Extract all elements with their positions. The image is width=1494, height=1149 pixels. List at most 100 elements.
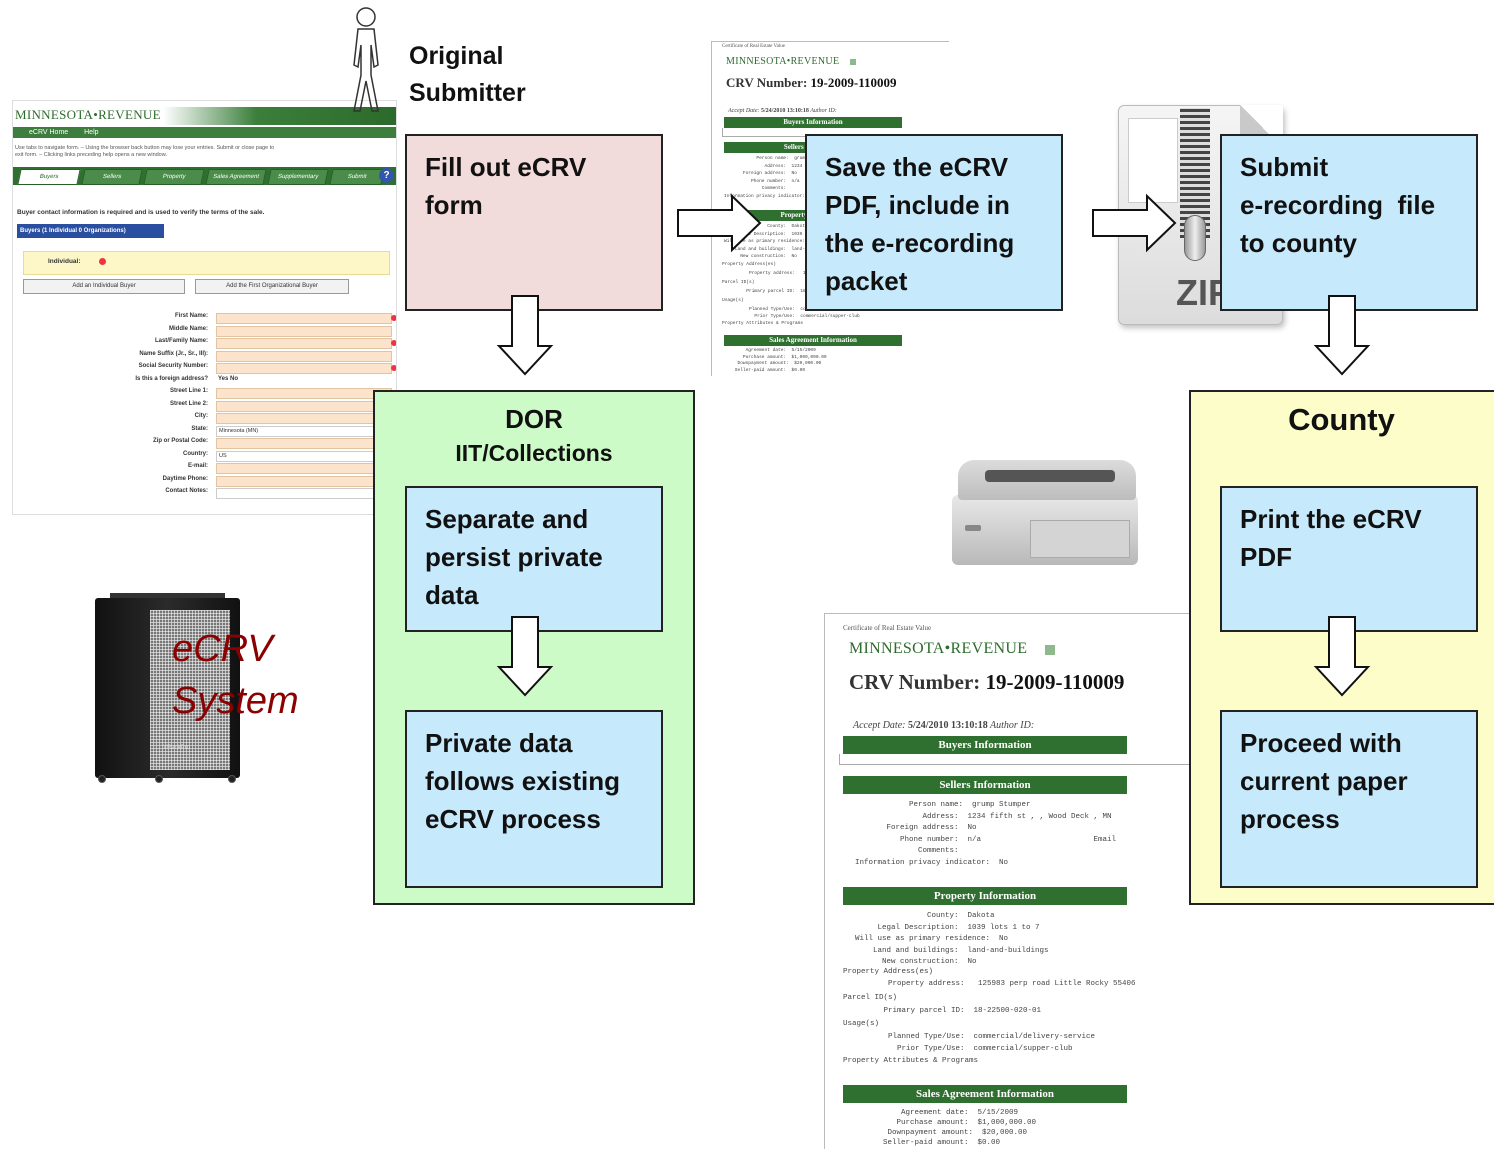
field-input[interactable]: US	[216, 450, 392, 462]
doc-cert: Certificate of Real Estate Value	[843, 624, 932, 632]
author-label: Author ID:	[810, 108, 837, 114]
step-text: PDF, include in	[825, 190, 1010, 220]
doc-field-line: County: Dakota	[855, 912, 995, 920]
buyers-subtab[interactable]: Buyers (1 Individual 0 Organizations)	[17, 224, 164, 238]
foreign-address-radio[interactable]: Yes No	[218, 375, 239, 382]
accept-date: 5/24/2010 13:10:18	[760, 108, 809, 114]
printer-slot	[985, 470, 1115, 482]
form-field-row: Street Line 2:	[13, 400, 396, 412]
doc-field-line: Information privacy indicator: No	[855, 858, 1009, 867]
form-field-row: City:	[13, 413, 396, 424]
private-data-process-step: Private data follows existing eCRV proce…	[405, 710, 663, 888]
field-input[interactable]	[216, 363, 392, 374]
field-input[interactable]	[216, 413, 392, 424]
help-icon[interactable]: ?	[379, 168, 394, 183]
add-individual-buyer-button[interactable]: Add an Individual Buyer	[23, 279, 185, 294]
required-icon	[391, 340, 396, 346]
tab-buyers[interactable]: Buyers	[17, 169, 81, 185]
field-input[interactable]	[216, 400, 392, 412]
nav-help-link[interactable]: Help	[84, 129, 99, 136]
field-input[interactable]	[216, 388, 392, 399]
field-label: Street Line 1:	[169, 388, 208, 394]
tab-sales-agreement[interactable]: Sales Agreement	[205, 169, 267, 185]
individual-label: Individual:	[48, 258, 81, 265]
form-tabs: Buyers Sellers Property Sales Agreement …	[13, 167, 396, 185]
form-intro: Buyer contact information is required an…	[17, 209, 265, 216]
original-submitter-label: Original Submitter	[409, 38, 526, 112]
property-address: Property address: 125983 perp road Littl…	[843, 980, 1136, 988]
property-fields: County: Dakota Legal Description: 1039 l…	[855, 911, 1049, 969]
nav-home-link[interactable]: eCRV Home	[29, 129, 69, 136]
field-label: Street Line 2:	[169, 400, 208, 407]
doc-field-line: Foreign address: No	[724, 171, 797, 176]
form-field-row: Contact Notes:	[13, 488, 396, 499]
doc-field-line: Agreement date: 5/15/2009	[724, 348, 816, 353]
field-label: Country:	[183, 450, 208, 457]
form-field-row: Name Suffix (Jr., Sr., III):	[13, 350, 396, 362]
field-input[interactable]	[216, 475, 392, 487]
form-field-row: Last/Family Name:	[13, 338, 396, 349]
doc-field-line: New construction: No	[724, 254, 797, 259]
ecrv-system-label-1: eCRV	[172, 628, 273, 670]
section-buyers: Buyers Information	[843, 736, 1127, 754]
tab-property[interactable]: Property	[143, 169, 205, 185]
doc-field-line: Agreement date: 5/15/2009	[865, 1109, 1019, 1117]
field-label: State:	[191, 425, 208, 432]
step-text: follows existing	[425, 766, 621, 796]
step-text: the e-recording	[825, 228, 1015, 258]
field-input[interactable]	[216, 463, 392, 474]
doc-field-line: Downpayment amount: $20,000.00	[724, 361, 822, 366]
property-address-head: Property Address(es)	[843, 968, 934, 976]
tab-submit[interactable]: Submit	[329, 169, 385, 185]
doc-field-line: Legal Description: 1039 lots 1 to 7	[855, 923, 1040, 932]
required-icon	[391, 315, 396, 321]
form-field-row: Daytime Phone:	[13, 475, 396, 487]
tab-supplementary[interactable]: Supplementary	[267, 169, 329, 185]
zip-pull	[1184, 215, 1206, 261]
field-input[interactable]	[216, 438, 392, 449]
step-text: Save the eCRV	[825, 152, 1009, 182]
doc-accept: Accept Date: 5/24/2010 13:10:18 Author I…	[853, 720, 1034, 731]
field-input[interactable]: Minnesota (MN)	[216, 425, 392, 437]
step-text: Private data	[425, 728, 573, 758]
form-field-row: Social Security Number:	[13, 363, 396, 374]
field-label: Last/Family Name:	[154, 338, 208, 344]
field-label: E-mail:	[187, 463, 208, 469]
step-text: eCRV process	[425, 804, 601, 834]
doc-field-line: Downpayment amount: $20,000.00	[865, 1129, 1028, 1137]
section-property: Property Information	[843, 887, 1127, 905]
county-title: County	[1288, 402, 1395, 437]
submitter-line-1: Original	[409, 42, 504, 70]
step-text: form	[425, 190, 483, 220]
field-label: Daytime Phone:	[162, 475, 208, 482]
field-label: City:	[194, 413, 208, 419]
field-input[interactable]	[216, 488, 392, 499]
form-field-row: State: Minnesota (MN)	[13, 425, 396, 437]
doc-field-line: Address: 1234 fifth st , , Wood Deck , M…	[855, 812, 1112, 821]
doc-field-line: Phone number: n/a Email	[855, 835, 1117, 844]
doc-brand: MINNESOTA•REVENUE	[726, 56, 840, 67]
add-organizational-buyer-button[interactable]: Add the First Organizational Buyer	[195, 279, 349, 294]
step-text: to county	[1240, 228, 1357, 258]
doc-field-line: Person name: grump Stumper	[855, 801, 1031, 809]
step-text: e-recording file	[1240, 190, 1436, 220]
step-text: Separate and	[425, 504, 589, 534]
crv-label: CRV Number:	[726, 75, 808, 90]
accept-label: Accept Date:	[728, 108, 760, 114]
field-input[interactable]	[216, 325, 392, 337]
parcel-head: Parcel ID(s)	[843, 994, 898, 1002]
tab-sellers[interactable]: Sellers	[81, 169, 143, 185]
required-icon	[391, 365, 396, 371]
doc-crv: CRV Number: 19-2009-110009	[726, 75, 896, 91]
step-text: current paper	[1240, 766, 1408, 796]
crv-number: 19-2009-110009	[810, 75, 897, 90]
section-sales: Sales Agreement Information	[843, 1085, 1127, 1103]
field-input[interactable]	[216, 350, 392, 362]
field-input[interactable]	[216, 338, 392, 349]
attributes-head: Property Attributes & Programs	[722, 321, 804, 326]
accept-date: 5/24/2010 13:10:18	[907, 720, 988, 731]
field-input[interactable]	[216, 313, 392, 324]
doc-field-line: Will use as primary residence: No	[855, 935, 1009, 943]
form-field-row: Is this a foreign address?Yes No	[13, 375, 396, 387]
section-sellers: Sellers Information	[843, 776, 1127, 794]
